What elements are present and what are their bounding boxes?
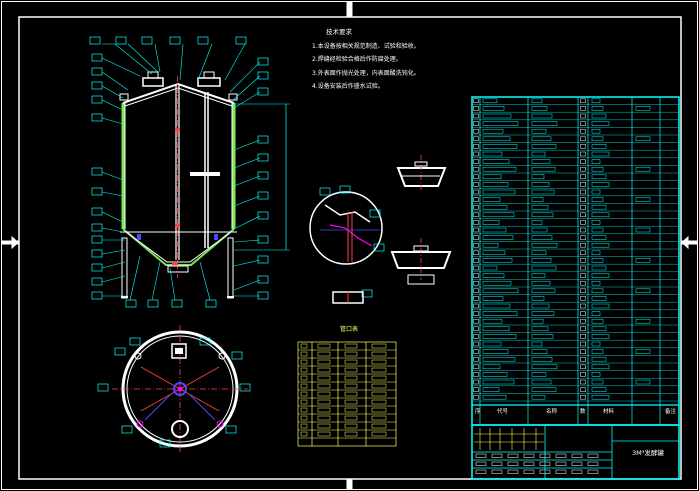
vessel-elevation [89,36,290,308]
parts-header-qty: 数 [580,409,586,415]
detail-bottom-flange [390,238,452,285]
technical-requirements: 技术要求 1.本设备按相关规范制造、试验和验收。 2.焊缝经检验合格后作防腐处理… [312,26,420,94]
detail-circle [309,185,385,304]
notes-title: 技术要求 [326,28,352,36]
parts-header-code: 代号 [497,409,509,415]
note-item-4: 4.设备安装后作盛水试验。 [312,83,384,90]
parts-header-name: 名称 [546,409,558,415]
drawing-name: 3M³发酵罐 [632,449,664,457]
note-item-1: 1.本设备按相关规范制造、试验和验收。 [312,42,420,50]
title-block [471,424,680,480]
inner-frame [18,16,682,480]
parts-header-remark: 备注 [665,409,677,415]
note-item-3: 3.外表面作抛光处理，内表面酸洗钝化。 [312,69,420,77]
vessel-plan-view [97,325,251,452]
nozzle-table-title: 管口表 [340,326,359,333]
parts-header-index: 序 [475,409,481,415]
detail-top-flange [396,155,447,192]
note-item-2: 2.焊缝经检验合格后作防腐处理。 [312,56,402,63]
parts-header-material: 材料 [603,409,615,415]
parts-list [471,96,680,426]
nozzle-table [297,341,397,447]
